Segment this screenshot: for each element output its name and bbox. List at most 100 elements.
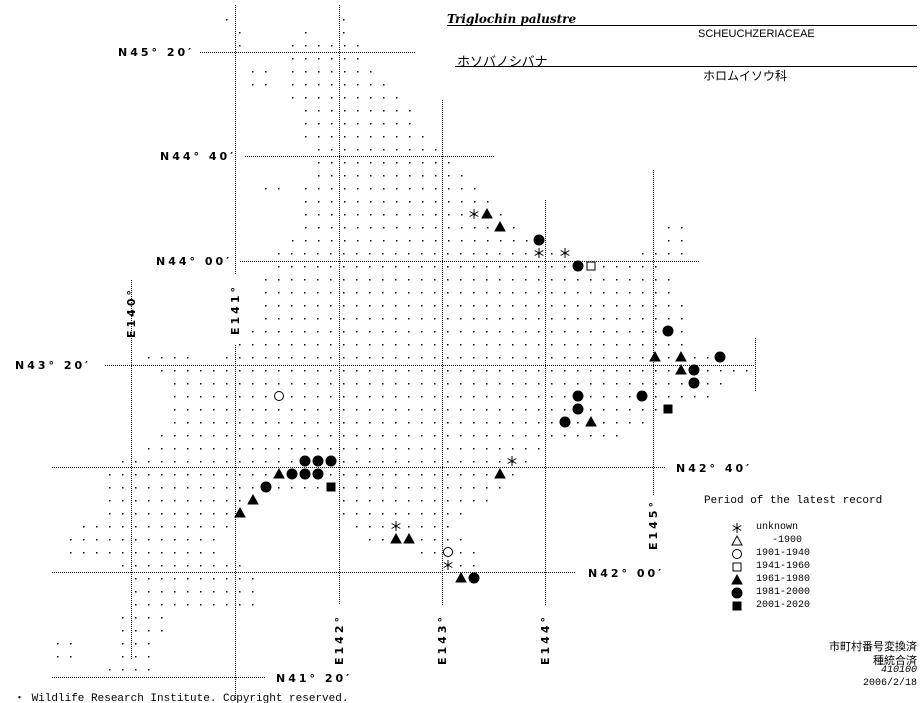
mesh-dot bbox=[616, 435, 618, 437]
mesh-dot bbox=[382, 344, 384, 346]
mesh-dot bbox=[344, 71, 346, 73]
mesh-dot bbox=[486, 344, 488, 346]
lon-label: E141° bbox=[229, 284, 242, 335]
mesh-dot bbox=[304, 318, 306, 320]
mesh-dot bbox=[161, 565, 163, 567]
mesh-dot bbox=[213, 539, 215, 541]
mesh-dot bbox=[330, 435, 332, 437]
mesh-dot bbox=[200, 578, 202, 580]
legend-label: 1981-2000 bbox=[756, 587, 811, 598]
mesh-dot bbox=[161, 513, 163, 515]
mesh-dot bbox=[486, 396, 488, 398]
mesh-dot bbox=[265, 292, 267, 294]
mesh-dot bbox=[70, 552, 72, 554]
mesh-dot bbox=[356, 331, 358, 333]
mesh-dot bbox=[265, 474, 267, 476]
mesh-dot bbox=[161, 539, 163, 541]
mesh-dot bbox=[317, 344, 319, 346]
mesh-dot bbox=[226, 513, 228, 515]
mesh-dot bbox=[382, 526, 384, 528]
lon-label: E144° bbox=[539, 614, 552, 665]
mesh-dot bbox=[174, 461, 176, 463]
mesh-dot bbox=[746, 370, 748, 372]
mesh-dot bbox=[330, 292, 332, 294]
mesh-dot bbox=[642, 370, 644, 372]
mesh-dot bbox=[434, 513, 436, 515]
mesh-dot bbox=[369, 266, 371, 268]
mesh-dot bbox=[461, 175, 463, 177]
mesh-dot bbox=[161, 630, 163, 632]
mesh-dot bbox=[681, 305, 683, 307]
mesh-dot bbox=[434, 448, 436, 450]
asterisk-stroke bbox=[560, 250, 570, 256]
mesh-dot bbox=[590, 344, 592, 346]
mesh-dot bbox=[395, 305, 397, 307]
mesh-dot bbox=[239, 578, 241, 580]
note-species: 種統合済 bbox=[873, 654, 917, 667]
mesh-dot bbox=[538, 370, 540, 372]
mesh-dot bbox=[174, 357, 176, 359]
mesh-dot bbox=[408, 435, 410, 437]
mesh-dot bbox=[538, 422, 540, 424]
mesh-dot bbox=[382, 305, 384, 307]
record-filled-circle bbox=[299, 455, 311, 467]
mesh-dot bbox=[382, 370, 384, 372]
mesh-dot bbox=[370, 97, 372, 99]
mesh-dot bbox=[551, 383, 553, 385]
mesh-dot bbox=[551, 253, 553, 255]
square-shape bbox=[663, 404, 673, 414]
mesh-dot bbox=[70, 643, 72, 645]
mesh-dot bbox=[434, 474, 436, 476]
triangle-shape bbox=[455, 571, 467, 583]
mesh-dot bbox=[344, 240, 346, 242]
mesh-dot bbox=[226, 474, 228, 476]
mesh-dot bbox=[135, 461, 137, 463]
mesh-dot bbox=[252, 71, 254, 73]
mesh-dot bbox=[473, 253, 475, 255]
record-date: 2006/2/18 bbox=[862, 678, 917, 689]
mesh-dot bbox=[317, 253, 319, 255]
mesh-dot bbox=[305, 110, 307, 112]
mesh-dot bbox=[460, 383, 462, 385]
mesh-dot bbox=[642, 409, 644, 411]
mesh-dot bbox=[57, 643, 59, 645]
mesh-dot bbox=[96, 539, 98, 541]
mesh-dot bbox=[317, 318, 319, 320]
mesh-dot bbox=[109, 669, 111, 671]
mesh-dot bbox=[317, 357, 319, 359]
mesh-dot bbox=[369, 344, 371, 346]
mesh-dot bbox=[226, 409, 228, 411]
mesh-dot bbox=[577, 331, 579, 333]
mesh-dot bbox=[603, 383, 605, 385]
mesh-dot bbox=[473, 448, 475, 450]
mesh-dot bbox=[460, 253, 462, 255]
mesh-dot bbox=[577, 318, 579, 320]
mesh-dot bbox=[409, 123, 411, 125]
mesh-dot bbox=[304, 448, 306, 450]
mesh-dot bbox=[213, 513, 215, 515]
mesh-dot bbox=[226, 604, 228, 606]
mesh-dot bbox=[318, 71, 320, 73]
mesh-dot bbox=[616, 266, 618, 268]
mesh-dot bbox=[422, 201, 424, 203]
mesh-dot bbox=[668, 344, 670, 346]
mesh-dot bbox=[434, 279, 436, 281]
mesh-dot bbox=[435, 227, 437, 229]
mesh-dot bbox=[135, 474, 137, 476]
mesh-dot bbox=[344, 188, 346, 190]
mesh-dot bbox=[447, 396, 449, 398]
circle-shape bbox=[260, 481, 272, 493]
mesh-dot bbox=[629, 292, 631, 294]
mesh-dot bbox=[434, 357, 436, 359]
mesh-dot bbox=[655, 409, 657, 411]
circle-shape bbox=[312, 468, 324, 480]
record-filled-triangle bbox=[481, 207, 493, 219]
mesh-dot bbox=[252, 578, 254, 580]
mesh-dot bbox=[642, 344, 644, 346]
mesh-dot bbox=[239, 422, 241, 424]
mesh-dot bbox=[122, 526, 124, 528]
mesh-dot bbox=[512, 409, 514, 411]
mesh-dot bbox=[434, 422, 436, 424]
mesh-dot bbox=[382, 448, 384, 450]
mesh-dot bbox=[720, 383, 722, 385]
